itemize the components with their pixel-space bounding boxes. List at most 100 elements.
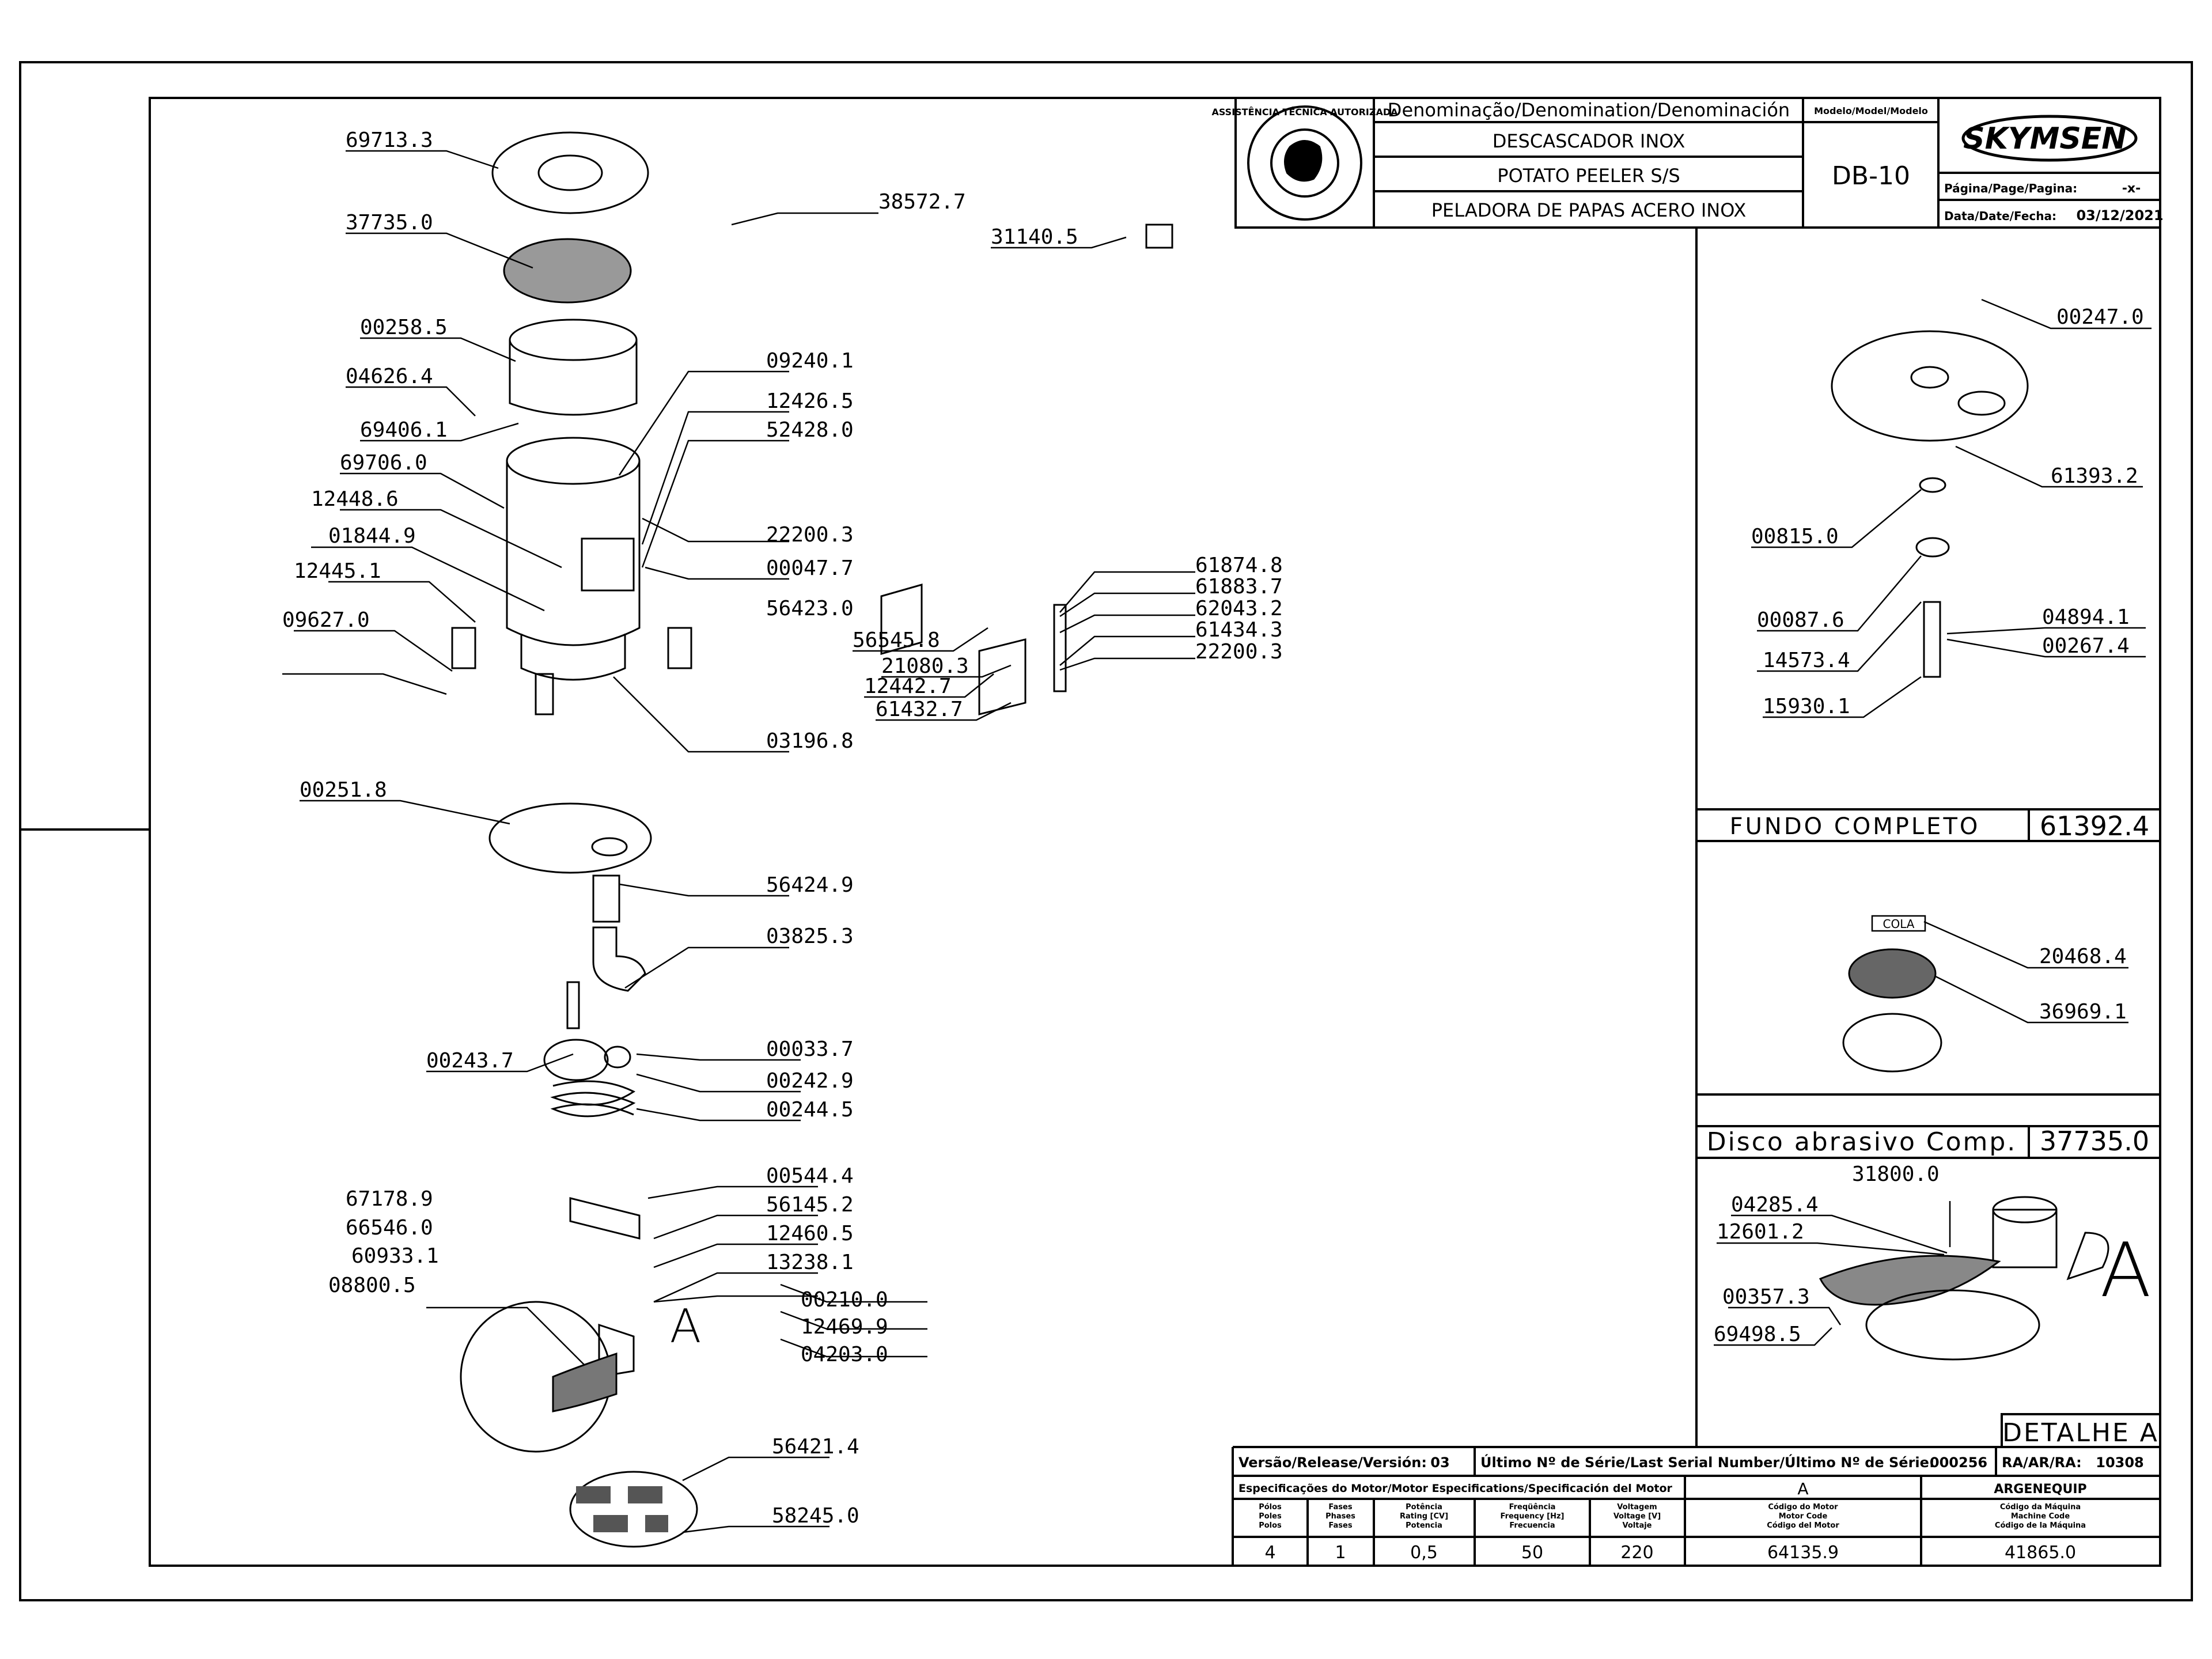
part-number-label: 56145.2 <box>766 1193 854 1217</box>
motor-class: A <box>1797 1479 1808 1498</box>
part-number-label: 00251.8 <box>300 778 387 802</box>
date-value: 03/12/2021 <box>2076 207 2163 224</box>
part-number-label: 00357.3 <box>1722 1285 1810 1309</box>
spec-column-header: Pólos <box>1259 1503 1282 1512</box>
disco-label: Disco abrasivo Comp. <box>1707 1127 2017 1157</box>
part-number-label: 36969.1 <box>2039 1000 2127 1024</box>
part-labels: 69713.337735.038572.731140.500258.504626… <box>282 128 2144 1528</box>
cola-label: COLA <box>1883 917 1915 931</box>
part-number-label: 61434.3 <box>1195 618 1283 642</box>
part-number-label: 01844.9 <box>328 524 416 548</box>
part-number-label: 21080.3 <box>881 654 969 678</box>
spec-column-header: Polos <box>1259 1521 1282 1530</box>
spec-column-header: Fases <box>1328 1503 1352 1512</box>
spec-column-header: Rating [CV] <box>1400 1512 1448 1521</box>
model-value: DB-10 <box>1832 161 1910 191</box>
denomination-header: Denominação/Denomination/Denominación <box>1388 99 1790 121</box>
page-value: -x- <box>2122 181 2141 196</box>
leader-lines <box>282 150 2152 1533</box>
spec-value: 64135.9 <box>1767 1543 1839 1563</box>
frame <box>19 61 2193 1601</box>
spec-column-header: Motor Code <box>1779 1512 1828 1521</box>
part-number-label: 04626.4 <box>346 365 433 388</box>
spec-column-header: Código de la Máquina <box>1995 1521 2086 1530</box>
part-number-label: 58245.0 <box>772 1504 859 1528</box>
part-number-label: 00244.5 <box>766 1098 854 1122</box>
spec-column-header: Machine Code <box>2011 1512 2070 1521</box>
serial-value: 000256 <box>1930 1455 1987 1471</box>
part-number-label: 00242.9 <box>766 1069 854 1093</box>
skymsen-logo: SKYMSEN <box>1961 115 2138 162</box>
part-number-label: 12448.6 <box>311 487 399 511</box>
spec-column-header: Potência <box>1406 1503 1442 1512</box>
page-label: Página/Page/Pagina: <box>1944 181 2077 195</box>
part-number-label: 66546.0 <box>346 1216 433 1240</box>
detalhe-label: DETALHE A <box>2002 1418 2159 1448</box>
spec-value: 1 <box>1335 1543 1346 1563</box>
ra-label: RA/AR/RA: <box>2002 1455 2082 1471</box>
fundo-code: 61392.4 <box>2040 810 2149 842</box>
part-number-label: 00815.0 <box>1751 525 1839 548</box>
spec-column-header: Código da Máquina <box>2000 1503 2081 1512</box>
part-number-label: 38572.7 <box>878 190 966 214</box>
part-number-label: 31140.5 <box>991 225 1078 249</box>
seal-text: ASSISTÊNCIA TÉCNICA AUTORIZADA <box>1211 107 1398 118</box>
machine-maker: ARGENEQUIP <box>1994 1482 2086 1497</box>
version-value: 03 <box>1430 1455 1449 1471</box>
part-number-label: 12442.7 <box>864 675 952 698</box>
part-number-label: 00033.7 <box>766 1037 854 1061</box>
detail-letter-a-detail: A <box>2100 1226 2152 1314</box>
part-number-label: 69406.1 <box>360 418 448 442</box>
spec-column-header: Fases <box>1328 1521 1352 1530</box>
svg-text:SKYMSEN: SKYMSEN <box>1963 122 2127 156</box>
part-number-label: 31800.0 <box>1852 1162 1940 1186</box>
part-number-label: 12445.1 <box>294 559 381 583</box>
part-number-label: 00258.5 <box>360 316 448 339</box>
name-pt: DESCASCADOR INOX <box>1493 130 1685 152</box>
spec-value: 220 <box>1620 1543 1653 1563</box>
spec-column-header: Voltagem <box>1617 1503 1657 1512</box>
spec-column-header: Frecuencia <box>1509 1521 1555 1530</box>
part-number-label: 12601.2 <box>1717 1220 1804 1244</box>
ra-value: 10308 <box>2096 1455 2144 1471</box>
spec-column-header: Phases <box>1325 1512 1355 1521</box>
model-header: Modelo/Model/Modelo <box>1814 105 1928 116</box>
part-number-label: 61393.2 <box>2051 464 2138 488</box>
part-number-label: 03825.3 <box>766 925 854 948</box>
exploded-view <box>451 131 2109 1548</box>
part-number-label: 04285.4 <box>1731 1193 1819 1217</box>
part-number-label: 03196.8 <box>766 729 854 753</box>
spec-value: 4 <box>1264 1543 1275 1563</box>
part-number-label: 61883.7 <box>1195 575 1283 599</box>
part-number-label: 62043.2 <box>1195 597 1283 620</box>
part-number-label: 61432.7 <box>876 698 963 721</box>
name-es: PELADORA DE PAPAS ACERO INOX <box>1431 199 1747 221</box>
spec-column-header: Código do Motor <box>1768 1503 1838 1512</box>
title-block <box>1232 97 2161 1566</box>
part-number-label: 56421.4 <box>772 1435 859 1459</box>
part-number-label: 00267.4 <box>2042 634 2130 658</box>
part-number-label: 22200.3 <box>766 523 854 547</box>
part-number-label: 69706.0 <box>340 451 427 475</box>
part-number-label: 22200.3 <box>1195 640 1283 664</box>
part-number-label: 04203.0 <box>801 1343 888 1366</box>
part-number-label: 08800.5 <box>328 1274 416 1297</box>
spec-column-header: Voltage [V] <box>1613 1512 1661 1521</box>
spec-value: 41865.0 <box>2005 1543 2076 1563</box>
motor-spec-header: Especificações do Motor/Motor Especifica… <box>1238 1482 1673 1495</box>
part-number-label: 60933.1 <box>351 1244 439 1268</box>
part-number-label: 14573.4 <box>1763 649 1850 672</box>
part-number-label: 12460.5 <box>766 1222 854 1245</box>
part-number-label: 00087.6 <box>1757 608 1844 632</box>
part-number-label: 20468.4 <box>2039 945 2127 968</box>
part-number-label: 00047.7 <box>766 556 854 580</box>
part-number-label: 12426.5 <box>766 389 854 413</box>
serial-label: Último Nº de Série/Last Serial Number/Úl… <box>1480 1453 1935 1471</box>
spec-column-header: Poles <box>1259 1512 1282 1521</box>
part-number-label: 00247.0 <box>2056 305 2144 329</box>
date-label: Data/Date/Fecha: <box>1944 209 2056 223</box>
spec-column-header: Código del Motor <box>1767 1521 1839 1530</box>
